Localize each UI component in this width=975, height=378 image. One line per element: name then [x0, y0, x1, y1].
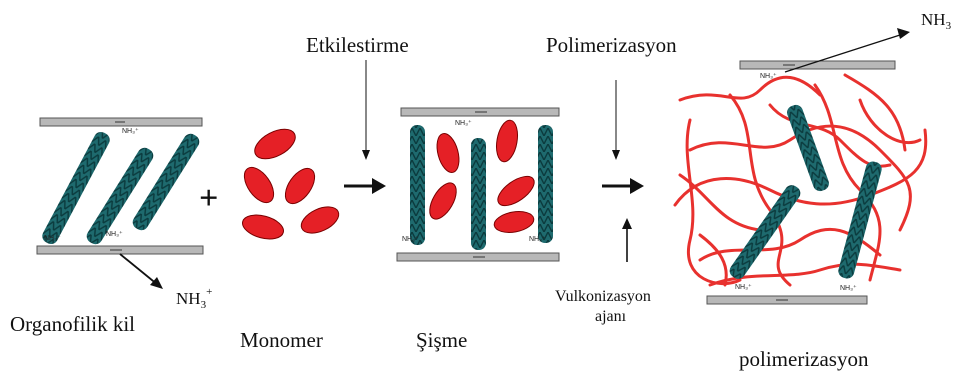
arrowhead [897, 28, 910, 39]
clay-chain [538, 125, 553, 243]
monomer-blob [250, 123, 300, 165]
monomer-blob [240, 211, 286, 243]
arrowhead [612, 150, 620, 160]
arrowhead [362, 150, 370, 160]
monomer-blob [239, 162, 280, 207]
arrowhead [622, 218, 632, 229]
clay-chain [837, 160, 884, 280]
stage-organoclay: NH₃⁺ NH₃⁺ NH₃⁺ NH3+ Organofilik kil [10, 118, 212, 336]
monomer-blob [280, 163, 321, 208]
polymerization-result-label: polimerizasyon [739, 347, 869, 371]
surface-tag: NH₃⁺ [735, 283, 752, 291]
arrowhead [630, 178, 644, 194]
clay-chain [410, 125, 425, 245]
monomer-blob [297, 202, 343, 239]
surface-tag: NH₃⁺ [106, 230, 123, 238]
surface-tag: NH₃⁺ [402, 235, 419, 243]
arrow-nh3plus [120, 254, 158, 285]
surface-tag: NH₃⁺ [44, 234, 61, 242]
swelling-label: Şişme [416, 328, 467, 352]
interaction-label: Etkilestirme [306, 33, 409, 57]
monomer-blob [493, 209, 536, 236]
clay-chain [785, 103, 831, 193]
stage-monomer: Monomer [239, 123, 343, 352]
monomer-blob [433, 131, 463, 175]
arrowhead [150, 277, 163, 289]
monomer-blob [424, 179, 461, 224]
vulcanizing-label-2: ajanı [595, 308, 627, 325]
surface-tag: NH₃⁺ [760, 72, 777, 80]
nh3-label: NH3 [921, 10, 952, 32]
clay-chain [471, 138, 486, 250]
monomer-label: Monomer [240, 328, 323, 352]
surface-tag: NH₃⁺ [122, 127, 139, 135]
polymerization-label: Polimerizasyon [546, 33, 677, 57]
stage-nanocomposite: NH₃⁺ NH₃⁺ NH₃⁺ NH3 polimerizasyon [675, 10, 952, 371]
stage-swelling: NH₃⁺ NH₃⁺ NH₃⁺ Şişme [397, 108, 559, 352]
monomer-blob [493, 171, 539, 211]
clay-chain [130, 131, 202, 233]
polymer-network [675, 75, 926, 285]
surface-tag: NH₃⁺ [455, 119, 472, 127]
organophilic-clay-label: Organofilik kil [10, 312, 135, 336]
surface-tag: NH₃⁺ [840, 284, 857, 292]
vulcanizing-label-1: Vulkonizasyon [555, 288, 651, 305]
monomer-blob [494, 119, 521, 164]
surface-tag: NH₃⁺ [529, 235, 546, 243]
clay-chain [727, 182, 803, 281]
arrowhead [372, 178, 386, 194]
nh3-plus-label: NH3+ [176, 286, 212, 311]
plus-sign: + [199, 180, 218, 217]
